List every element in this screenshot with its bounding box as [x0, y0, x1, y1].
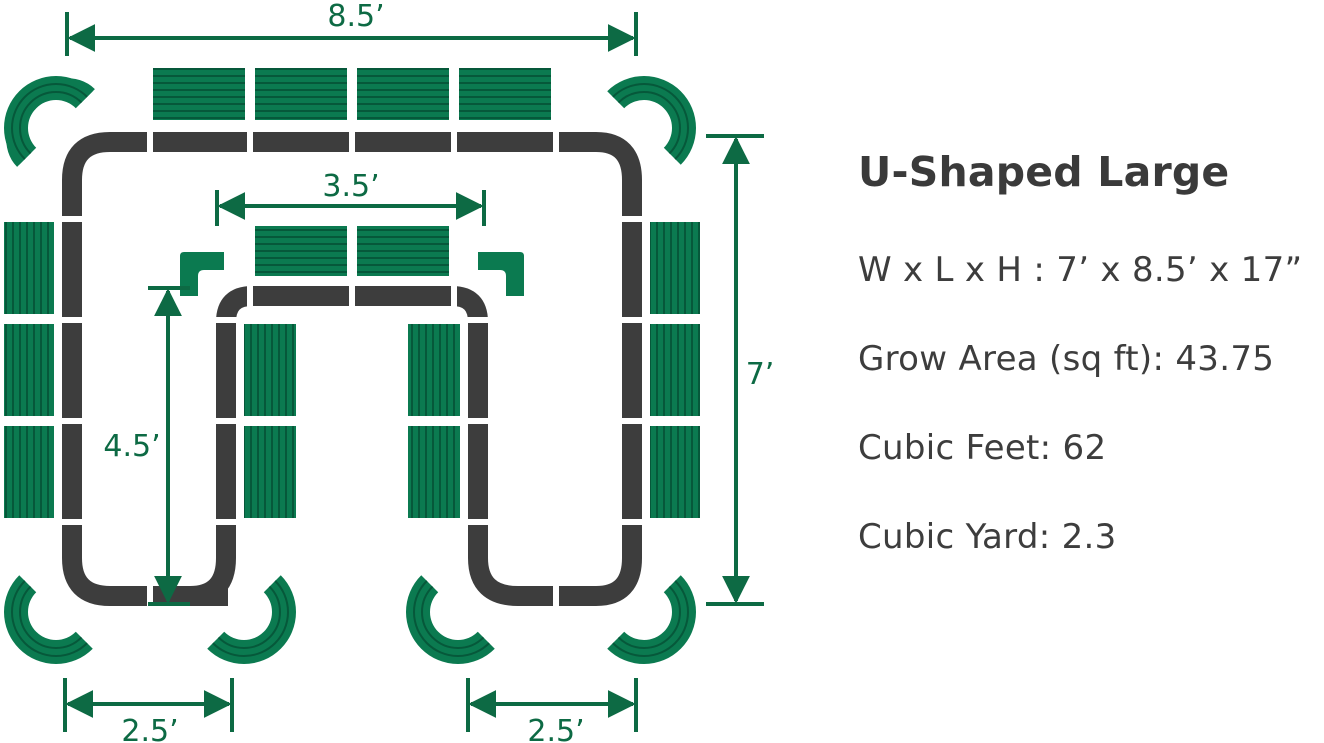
- dimension-lines: [63, 12, 764, 732]
- inner-height-label: 4.5’: [103, 429, 160, 464]
- right-height-label: 7’: [746, 357, 775, 392]
- spec-cubic-yard: Cubic Yard: 2.3: [858, 517, 1117, 557]
- bed-frame: [60, 130, 644, 608]
- corner-panels: [3, 76, 696, 664]
- top-width-label: 8.5’: [327, 0, 384, 34]
- outer-side-panels: [4, 68, 700, 518]
- spec-size: W x L x H : 7’ x 8.5’ x 17”: [858, 250, 1303, 290]
- inner-side-panels: [180, 226, 524, 518]
- product-title: U-Shaped Large: [858, 148, 1230, 196]
- spec-cubic-feet: Cubic Feet: 62: [858, 428, 1107, 468]
- u-shaped-bed-diagram: 8.5’ 3.5’ 7’ 4.5’ 2.5’ 2.5’: [3, 0, 775, 743]
- spec-grow-area: Grow Area (sq ft): 43.75: [858, 339, 1275, 379]
- bottom-left-width-label: 2.5’: [121, 714, 178, 743]
- inner-width-label: 3.5’: [322, 169, 379, 204]
- bottom-right-width-label: 2.5’: [527, 714, 584, 743]
- spec-panel: U-Shaped Large W x L x H : 7’ x 8.5’ x 1…: [858, 148, 1318, 606]
